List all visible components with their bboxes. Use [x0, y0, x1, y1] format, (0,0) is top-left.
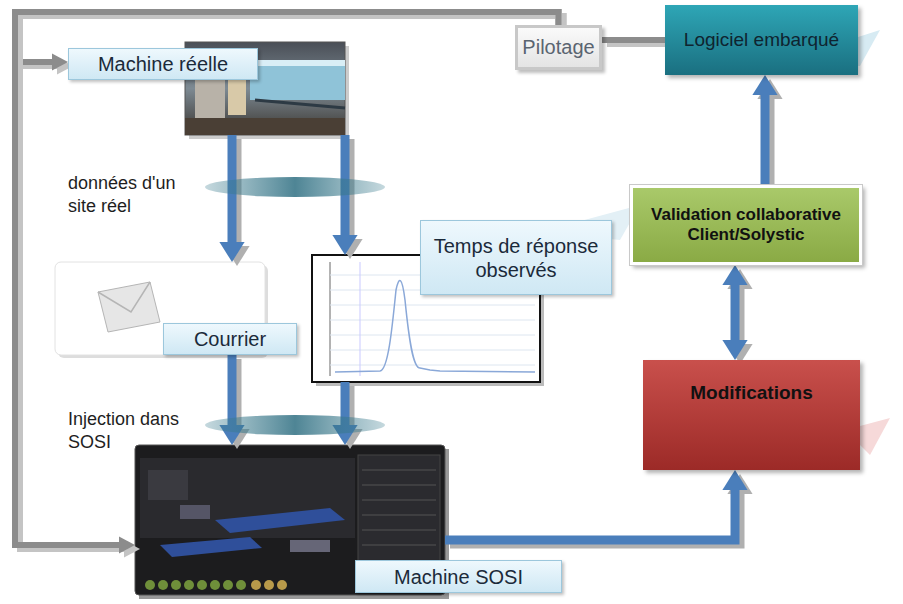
flow-arrow — [219, 135, 249, 266]
arrow-line — [445, 488, 735, 540]
arrowhead — [219, 242, 244, 262]
arrow-line — [228, 135, 237, 244]
arrowhead — [752, 75, 777, 95]
flow-arrow — [219, 355, 249, 449]
flow-arrow — [332, 135, 362, 259]
chart-node: Temps de réponse observés — [312, 255, 540, 382]
node-tab-label: Temps de réponse observés — [420, 220, 612, 295]
flow-arrow — [752, 75, 782, 189]
arrow-line — [761, 93, 770, 185]
modifications-box: Modifications — [643, 360, 860, 470]
flow-arrow — [445, 470, 753, 544]
flow-ellipse — [205, 177, 385, 197]
node-tab-label: Courrier — [163, 323, 297, 355]
validation-box: Validation collaborative Client/Solystic — [630, 185, 862, 265]
flow-arrow — [722, 265, 752, 364]
arrow-line — [341, 382, 350, 427]
node-label: Validation collaborative Client/Solystic — [643, 205, 849, 246]
node-tab-label: Machine SOSI — [355, 560, 562, 593]
node-label: Logiciel embarqué — [684, 29, 839, 52]
sosi-node: Machine SOSI — [135, 445, 445, 595]
control-box: Pilotage — [515, 25, 602, 70]
arrowhead — [722, 265, 747, 285]
arrowhead — [722, 340, 747, 360]
arrowhead — [332, 235, 357, 255]
arrowhead — [332, 425, 357, 445]
node-tab-label: Machine réelle — [68, 48, 258, 80]
machine-node: Machine réelle — [68, 42, 345, 135]
arrow-line — [341, 135, 350, 237]
arrowhead — [219, 425, 244, 445]
software-box: Logiciel embarqué — [665, 5, 858, 75]
arrow-line — [731, 283, 740, 342]
flow-arrow — [602, 40, 670, 44]
mail-node: Courrier — [55, 262, 265, 355]
arrow-line — [602, 37, 665, 43]
node-label: Modifications — [690, 382, 812, 404]
arrowhead — [722, 470, 747, 490]
flow-note: Injection dans SOSI — [68, 408, 208, 455]
arrow-line — [228, 355, 237, 427]
flow-ellipse — [205, 415, 385, 435]
flow-note: données d'un site réel — [68, 172, 208, 219]
arrowhead — [52, 54, 68, 71]
flow-arrow — [332, 382, 362, 449]
node-label: Pilotage — [522, 36, 594, 59]
arrowhead — [119, 537, 135, 554]
